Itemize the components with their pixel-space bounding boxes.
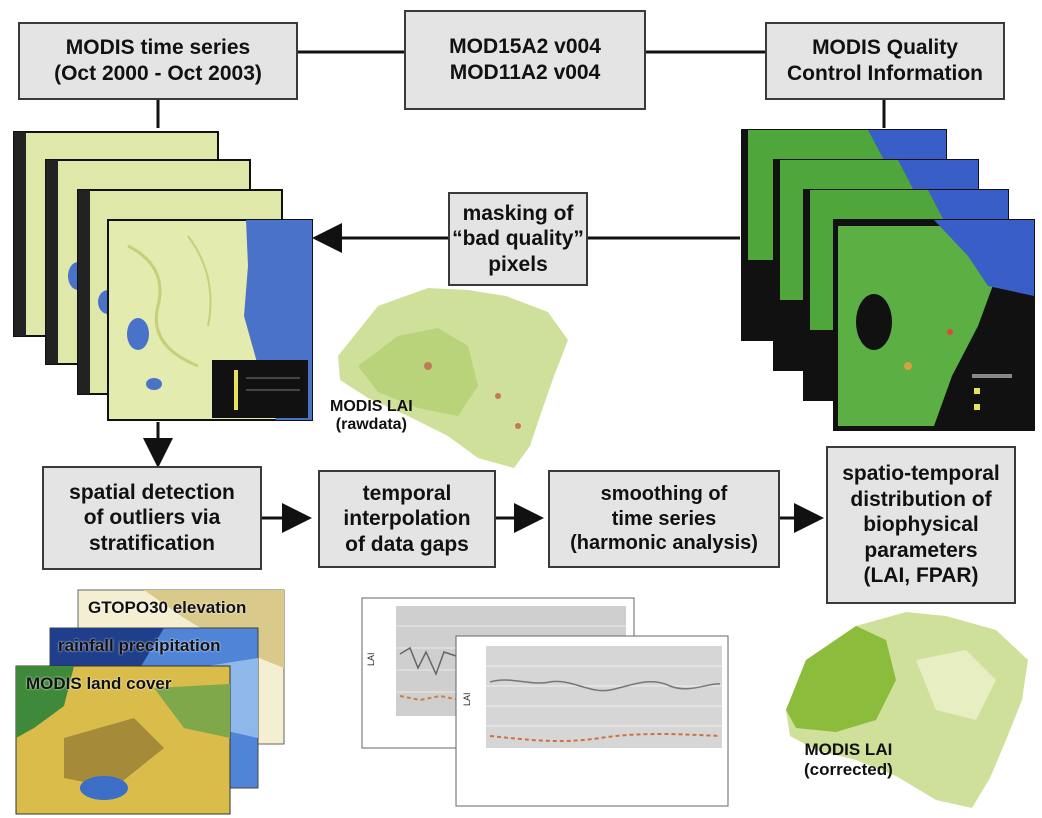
lai-corrected-subtitle: (corrected) bbox=[804, 759, 893, 779]
timeseries-line-1: MODIS time series bbox=[65, 36, 251, 60]
distribution-box: spatio-temporal distribution of biophysi… bbox=[826, 446, 1016, 604]
smoothing-line-1: smoothing of bbox=[600, 483, 728, 506]
smoothing-line-2: time series bbox=[611, 507, 717, 530]
ancillary-layers-stack bbox=[15, 589, 285, 815]
quality-line-1: MODIS Quality bbox=[812, 36, 958, 60]
lai-chart-thumbnails: LAI LAI bbox=[361, 597, 729, 807]
modis-lai-raw-map bbox=[338, 288, 568, 468]
temporal-interpolation-box: temporal interpolation of data gaps bbox=[318, 470, 496, 568]
smoothing-box: smoothing of time series (harmonic analy… bbox=[548, 470, 780, 568]
distribution-line-5: (LAI, FPAR) bbox=[863, 564, 979, 588]
lai-chart-smoothed: LAI bbox=[455, 635, 729, 807]
products-box: MOD15A2 v004 MOD11A2 v004 bbox=[404, 10, 646, 110]
distribution-line-2: distribution of bbox=[850, 487, 992, 511]
masking-box: masking of “bad quality” pixels bbox=[448, 192, 588, 286]
spatial-detection-box: spatial detection of outliers via strati… bbox=[42, 466, 262, 570]
modis-qc-stack bbox=[741, 129, 1035, 431]
qc-map-tile-4 bbox=[833, 219, 1035, 431]
lai-raw-title: MODIS LAI bbox=[330, 398, 413, 415]
temporal-line-3: of data gaps bbox=[345, 532, 469, 556]
lai-corrected-label: MODIS LAI (corrected) bbox=[804, 740, 893, 779]
lai-raw-subtitle: (rawdata) bbox=[335, 416, 407, 434]
landcover-map-layer bbox=[15, 665, 231, 815]
lai-chart-smoothed-ylabel: LAI bbox=[462, 692, 472, 706]
spatial-line-1: spatial detection bbox=[69, 480, 235, 504]
precipitation-layer-label: rainfall precipitation bbox=[58, 636, 221, 655]
smoothing-line-3: (harmonic analysis) bbox=[570, 532, 758, 555]
products-line-2: MOD11A2 v004 bbox=[449, 61, 601, 84]
spatial-line-2: of outliers via bbox=[83, 506, 221, 530]
lai-chart-raw-ylabel: LAI bbox=[366, 652, 376, 666]
quality-line-2: Control Information bbox=[787, 62, 983, 85]
elevation-layer-label: GTOPO30 elevation bbox=[88, 598, 247, 617]
distribution-line-1: spatio-temporal bbox=[842, 461, 1000, 485]
lai-raw-label: MODIS LAI (rawdata) bbox=[330, 398, 413, 435]
distribution-line-3: biophysical bbox=[863, 513, 979, 537]
timeseries-map-tile-4 bbox=[107, 219, 313, 421]
masking-line-2: “bad quality” bbox=[452, 227, 584, 251]
timeseries-box: MODIS time series (Oct 2000 - Oct 2003) bbox=[18, 22, 298, 100]
modis-lai-corrected-map bbox=[786, 612, 1028, 808]
modis-timeseries-stack bbox=[13, 131, 313, 421]
quality-box: MODIS Quality Control Information bbox=[765, 22, 1005, 100]
products-line-1: MOD15A2 v004 bbox=[449, 35, 601, 59]
spatial-line-3: stratification bbox=[88, 531, 216, 555]
distribution-line-4: parameters bbox=[864, 538, 978, 562]
timeseries-line-2: (Oct 2000 - Oct 2003) bbox=[54, 62, 262, 85]
temporal-line-2: interpolation bbox=[343, 507, 471, 531]
masking-line-1: masking of bbox=[462, 201, 574, 225]
masking-line-3: pixels bbox=[488, 252, 548, 276]
lai-corrected-title: MODIS LAI bbox=[804, 740, 893, 759]
temporal-line-1: temporal bbox=[362, 481, 452, 505]
landcover-layer-label: MODIS land cover bbox=[26, 674, 172, 693]
